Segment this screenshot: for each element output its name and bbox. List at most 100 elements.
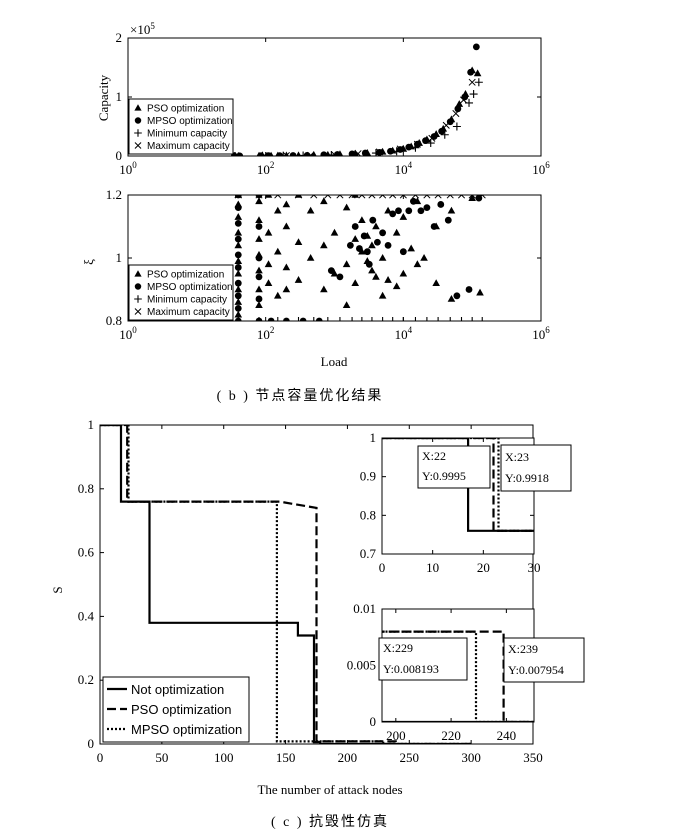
- capacity-point-circle: [405, 143, 413, 151]
- xi-point-circle: [379, 229, 387, 237]
- xi-point-triangle: [351, 195, 360, 198]
- xi-point-triangle: [234, 269, 243, 277]
- robustness-xtick-label: 250: [400, 750, 420, 765]
- xi-point-triangle: [342, 301, 351, 309]
- xi-legend-box: [128, 264, 234, 321]
- xi-point-triangle: [234, 228, 243, 236]
- datatip-22: X:22 Y:0.9995: [417, 445, 491, 489]
- capacity-point-circle: [289, 152, 297, 156]
- capacity-xtick-base: 10: [532, 162, 545, 177]
- robustness-xlabel: The number of attack nodes: [257, 782, 402, 797]
- datatip-229-x: X:229: [383, 641, 413, 655]
- xi-point-circle: [465, 286, 473, 293]
- xi-xtick-exp: 4: [408, 325, 413, 335]
- xi-point-x: [348, 195, 356, 199]
- xi-point-triangle: [447, 294, 456, 302]
- capacity-point-triangle: [295, 151, 302, 156]
- xi-point-triangle: [306, 206, 315, 214]
- xi-xtick-base: 10: [119, 327, 132, 342]
- xi-point-x: [336, 195, 344, 199]
- xi-point-triangle: [432, 279, 440, 286]
- inset-bottom-series-dotted: [382, 630, 534, 722]
- xi-point-triangle: [294, 195, 303, 198]
- robustness-legend-box: [102, 676, 250, 743]
- capacity-point-plus: [411, 143, 420, 152]
- capacity-point-circle: [467, 68, 475, 76]
- xi-point-circle: [437, 201, 445, 208]
- robustness-xtick-label: 100: [214, 750, 234, 765]
- xi-xtick-label: 104: [395, 325, 413, 342]
- xi-point-x: [423, 195, 431, 199]
- xi-point-triangle: [342, 203, 351, 211]
- capacity-xtick-base: 10: [119, 162, 132, 177]
- xi-point-triangle: [320, 241, 328, 249]
- xi-point-plus: [254, 317, 263, 321]
- xi-point-triangle: [264, 228, 273, 236]
- xi-point-circle: [399, 248, 407, 256]
- xi-point-triangle: [476, 288, 484, 296]
- capacity-point-x: [452, 109, 460, 118]
- xi-ytick-label: 1.2: [106, 187, 122, 202]
- xi-point-x: [399, 195, 407, 199]
- xi-point-circle: [346, 242, 354, 249]
- xi-point-circle: [365, 260, 373, 268]
- xi-point-circle: [255, 273, 263, 281]
- inset-top-series-dashed: [382, 438, 534, 532]
- xi-point-plus: [367, 317, 376, 321]
- xi-point-triangle: [255, 197, 263, 205]
- datatip-23-x: X:23: [505, 450, 529, 464]
- capacity-point-x: [260, 152, 268, 156]
- xi-legend-marker: [134, 270, 142, 277]
- robustness-ytick-label: 1: [88, 417, 95, 432]
- xi-point-circle: [417, 207, 425, 215]
- capacity-point-circle: [320, 151, 328, 156]
- xi-xtick-label: 106: [532, 325, 550, 342]
- robustness-series-dotted: [100, 425, 472, 744]
- xi-point-triangle: [234, 310, 243, 318]
- inset-bottom-ytick-label: 0.01: [353, 601, 376, 616]
- xi-point-x: [255, 195, 263, 199]
- inset-top-lines: [382, 438, 534, 532]
- xi-legend-label: Minimum capacity: [147, 295, 227, 306]
- inset-top-ytick-label: 0.8: [360, 507, 376, 522]
- xi-point-x: [324, 195, 332, 199]
- xi-point-plus: [357, 317, 366, 321]
- xi-legend-marker: [134, 295, 142, 303]
- xi-legend-marker: [134, 308, 142, 315]
- caption-b: ( b ) 节点容量优化结果: [217, 387, 384, 404]
- xi-point-triangle: [264, 279, 273, 286]
- xi-point-triangle: [407, 244, 415, 252]
- capacity-point-plus: [440, 130, 449, 139]
- capacity-ytick-label: 0: [116, 148, 123, 163]
- xi-point-triangle: [368, 266, 376, 274]
- datatip-22-x: X:22: [422, 449, 446, 463]
- xi-point-circle: [395, 207, 402, 215]
- capacity-legend-marker: [134, 117, 142, 124]
- xi-ylabel: ξ: [81, 259, 96, 265]
- xi-point-triangle: [372, 222, 380, 230]
- xi-xtick-exp: 2: [270, 325, 275, 335]
- capacity-xtick-exp: 6: [545, 160, 550, 170]
- xi-point-circle: [444, 216, 452, 224]
- xi-point-triangle: [255, 216, 263, 223]
- capacity-point-circle: [438, 127, 446, 135]
- xi-point-triangle: [234, 257, 243, 264]
- capacity-ytick-label: 1: [116, 89, 123, 104]
- xi-point-triangle: [320, 285, 328, 293]
- xi-point-triangle: [273, 206, 282, 214]
- inset-top-xtick-label: 20: [477, 560, 490, 575]
- inset-top-xtick-label: 10: [426, 560, 439, 575]
- xi-point-triangle: [384, 276, 392, 283]
- datatip-23: X:23 Y:0.9918: [500, 444, 572, 492]
- inset-top-series-solid: [382, 438, 534, 532]
- xi-ytick-label: 0.8: [106, 313, 122, 328]
- xi-point-plus: [323, 317, 332, 321]
- datatip-239-box: [503, 637, 585, 683]
- xi-point-triangle: [399, 213, 408, 220]
- xi-xtick-exp: 0: [132, 325, 137, 335]
